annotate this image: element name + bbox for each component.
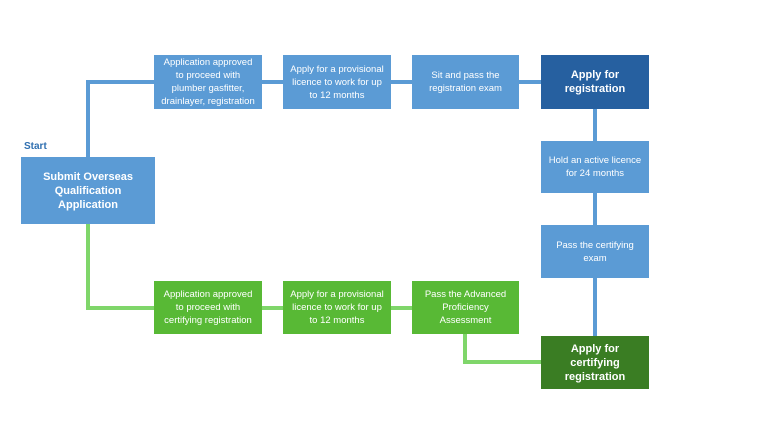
apply-registration-node: Apply for registration [541,55,649,109]
start-node: Submit Overseas Qualification Applicatio… [21,157,155,224]
start-label: Start [24,141,47,152]
registration-approved-node: Application approved to proceed with plu… [154,55,262,109]
connector-start-to-registration-approved [86,80,154,157]
hold-licence-node: Hold an active licence for 24 months [541,141,649,193]
certifying-approved-node: Application approved to proceed with cer… [154,281,262,334]
connector-assessment-to-certifying-apply [463,334,541,364]
registration-exam-node: Sit and pass the registration exam [412,55,519,109]
connector-start-to-certifying-approved [86,224,154,310]
certifying-provisional-node: Apply for a provisional licence to work … [283,281,391,334]
registration-provisional-node: Apply for a provisional licence to work … [283,55,391,109]
apply-certifying-node: Apply for certifying registration [541,336,649,389]
certifying-exam-node: Pass the certifying exam [541,225,649,278]
assessment-node: Pass the Advanced Proficiency Assessment [412,281,519,334]
